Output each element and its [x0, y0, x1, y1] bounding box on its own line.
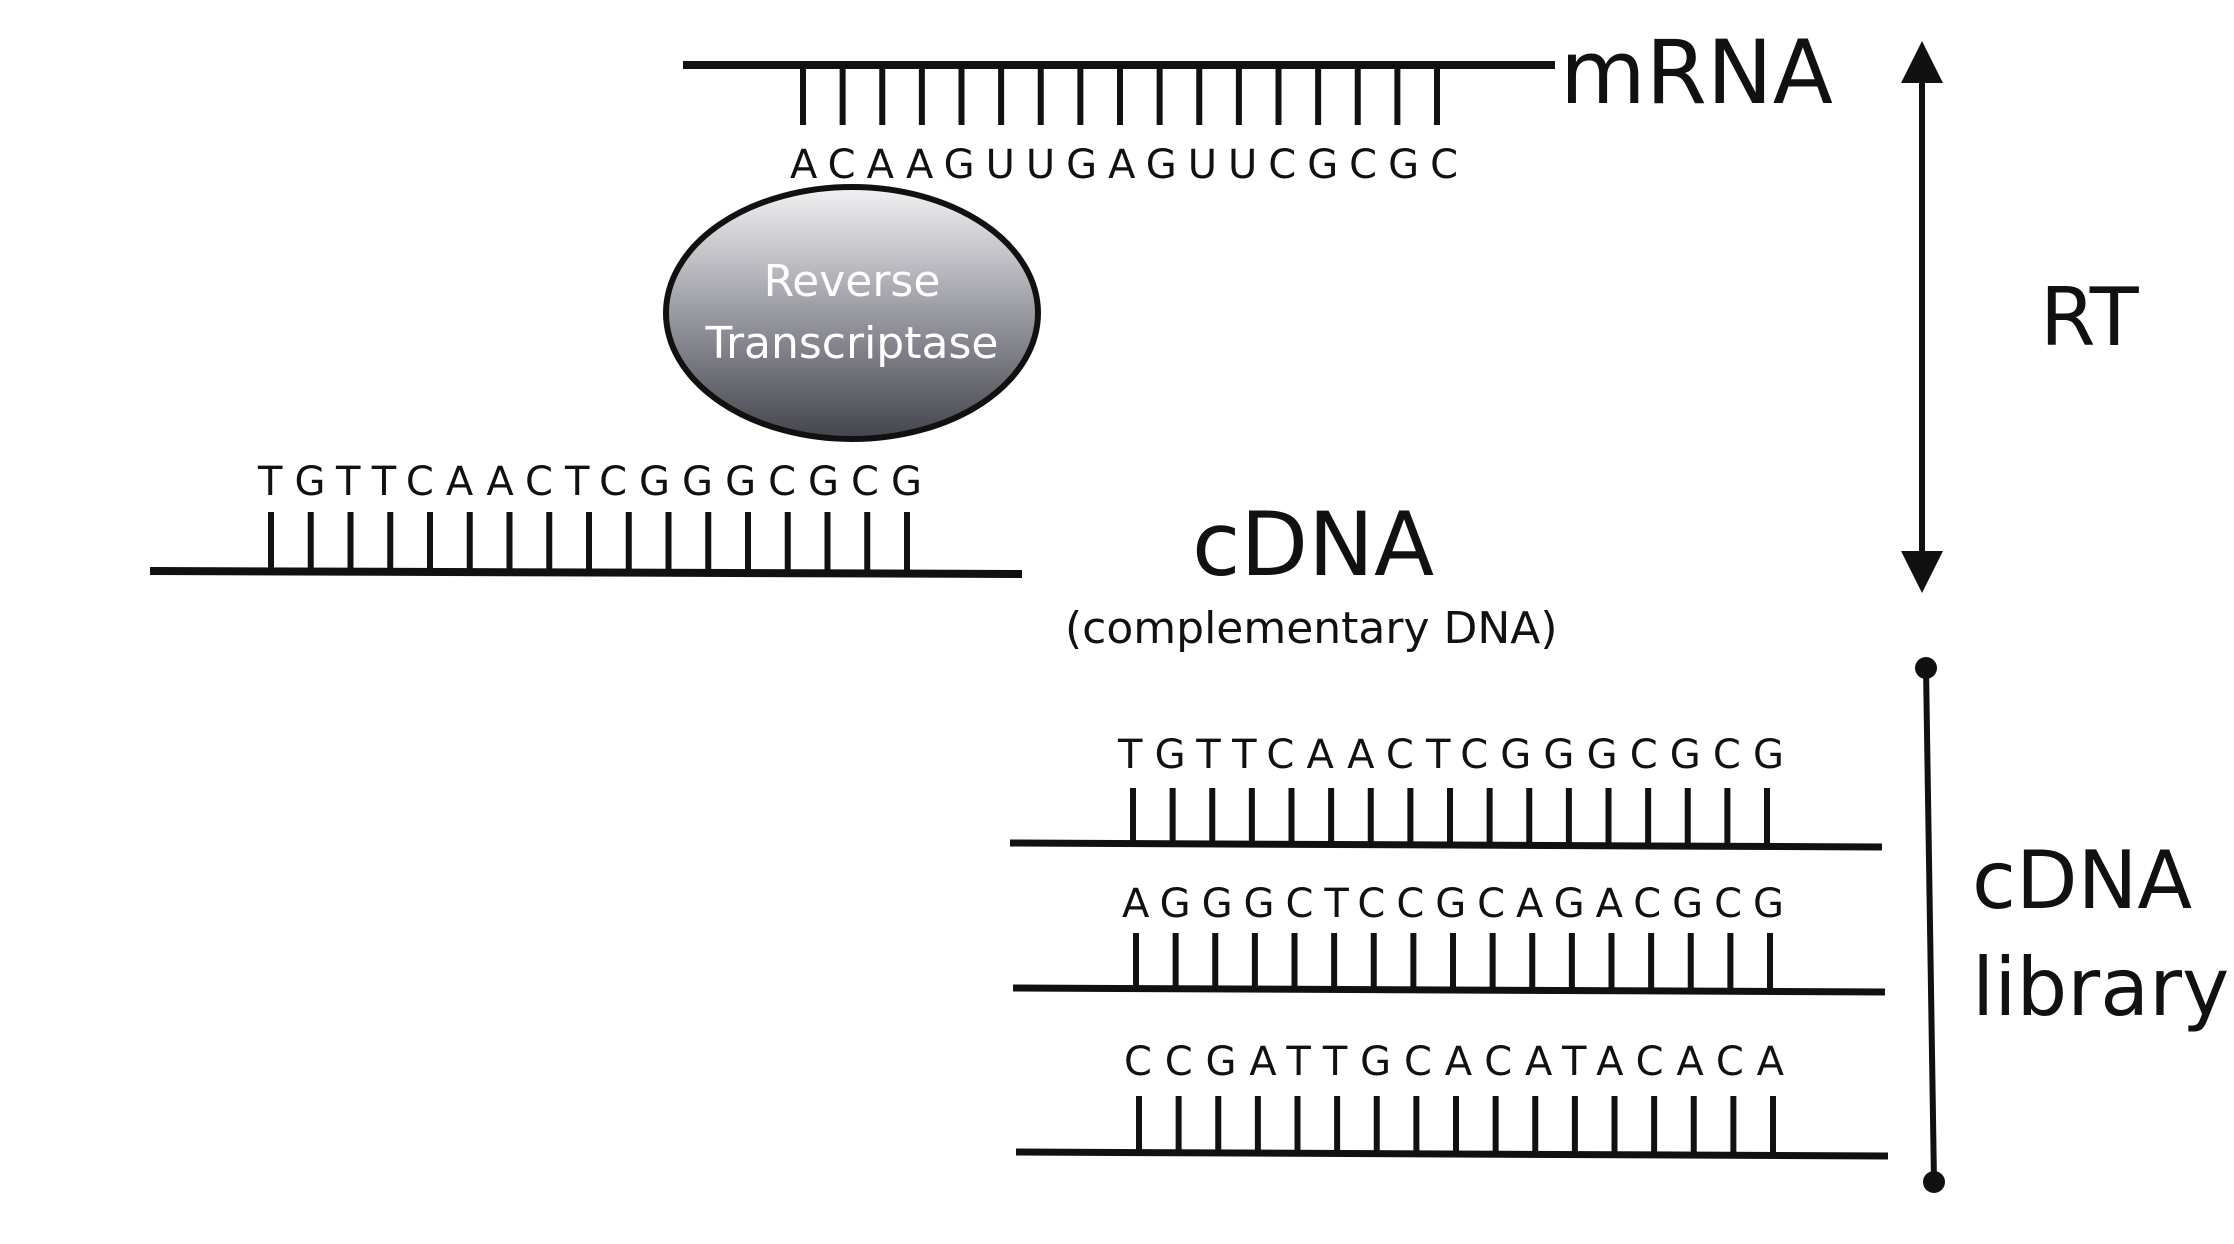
library-strand: TGTTCAACTCGGGCGCG [1009, 732, 1883, 851]
library-strand-ticks [1133, 933, 1773, 990]
library-strand-ticks [1136, 1096, 1776, 1154]
library-strand-sequence: TGTTCAACTCGGGCGCG [1117, 732, 1784, 778]
library-bracket-top-dot [1915, 657, 1937, 679]
cdna-backbone [149, 567, 1023, 578]
rt-label: RT [2040, 271, 2140, 364]
cdna-base-ticks [268, 512, 910, 571]
mrna-strand: ACAAGUUGAGUUCGCGC mRNA [683, 21, 1833, 188]
cdna-strand: TGTTCAACTCGGGCGCG cDNA (complementary DN… [149, 459, 1558, 654]
mrna-sequence: ACAAGUUGAGUUCGCGC [790, 142, 1458, 188]
cdna-label: cDNA [1192, 493, 1434, 596]
library-strand: AGGGCTCCGCAGACGCG [1012, 881, 1886, 996]
library-strand-backbone [1009, 839, 1883, 851]
reverse-transcriptase-enzyme: Reverse Transcriptase [663, 184, 1041, 442]
library-strand-ticks [1130, 788, 1770, 845]
library-bracket-bottom-dot [1923, 1171, 1945, 1193]
enzyme-label-line2: Transcriptase [705, 318, 999, 369]
mrna-base-ticks [800, 65, 1440, 125]
library-strand-backbone [1015, 1148, 1889, 1160]
enzyme-ellipse [663, 184, 1041, 442]
rt-arrow-group: RT [1901, 41, 2140, 593]
enzyme-label-line1: Reverse [764, 256, 941, 307]
cdna-library: TGTTCAACTCGGGCGCG AGGGCTCCGCAGACGCG CCGA… [1009, 657, 2229, 1193]
cdna-sublabel: (complementary DNA) [1065, 603, 1558, 654]
library-strand: CCGATTGCACATACACA [1015, 1039, 1889, 1160]
library-strand-sequence: AGGGCTCCGCAGACGCG [1122, 881, 1784, 927]
library-bracket-line [1923, 667, 1937, 1183]
library-strand-backbone [1012, 984, 1886, 996]
library-label-line2: library [1972, 941, 2229, 1034]
mrna-label: mRNA [1560, 21, 1833, 124]
library-label-line1: cDNA [1972, 834, 2192, 927]
cdna-sequence: TGTTCAACTCGGGCGCG [257, 459, 922, 505]
library-strand-sequence: CCGATTGCACATACACA [1124, 1039, 1785, 1085]
